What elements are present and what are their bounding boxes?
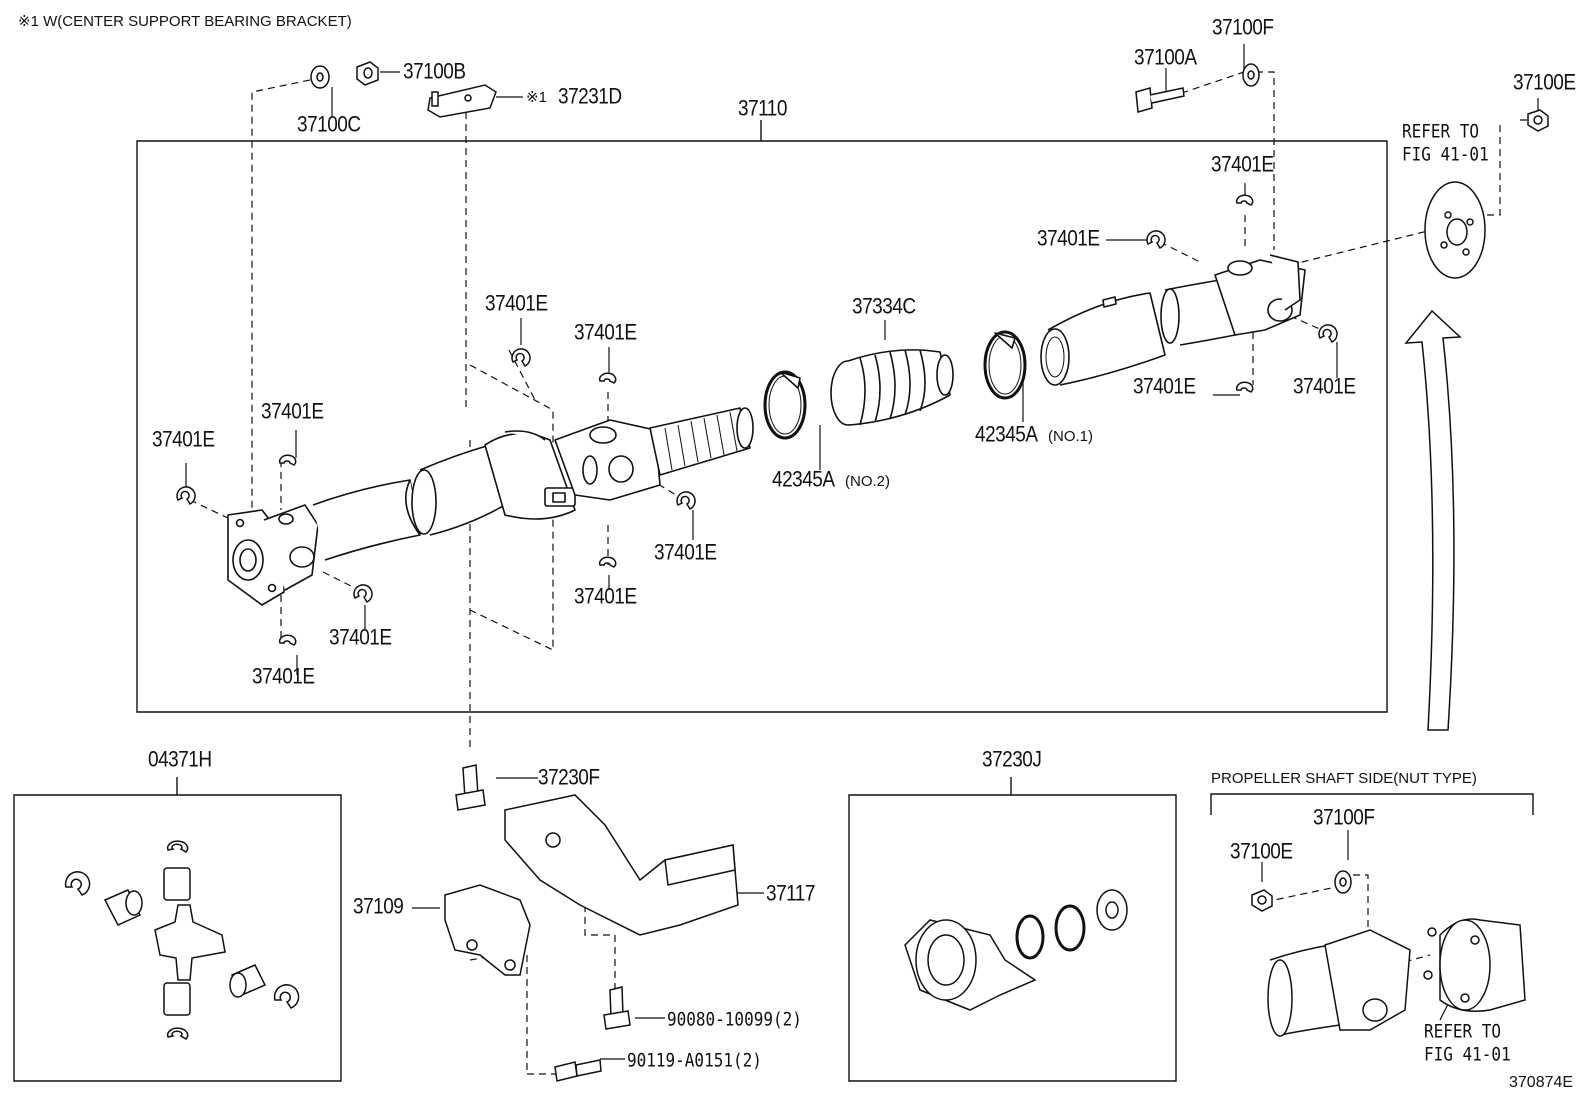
label-37117: 37117 xyxy=(766,882,815,907)
nut-37100e-top xyxy=(1528,110,1548,131)
center-bearing-kit xyxy=(905,890,1127,1010)
bolt-90080 xyxy=(604,987,630,1029)
washer-37100f-box xyxy=(1335,871,1351,893)
companion-flange xyxy=(1425,182,1485,278)
label-37100e-box: 37100E xyxy=(1230,840,1293,865)
snap-ring-9 xyxy=(1147,231,1165,248)
bolt-90119 xyxy=(555,1060,601,1081)
label-37230f: 37230F xyxy=(538,766,600,791)
label-37401e-r2: 37401E xyxy=(1037,227,1100,252)
propeller-shaft-side xyxy=(1252,871,1525,1036)
label-90119: 90119-A0151(2) xyxy=(627,1049,762,1071)
label-37231d-mark: ※1 xyxy=(526,89,547,106)
label-42345a-no1: 42345A xyxy=(975,423,1038,448)
nut-37100e-box xyxy=(1252,890,1272,911)
label-37100b: 37100B xyxy=(403,60,466,85)
label-37401e-r1: 37401E xyxy=(1211,153,1274,178)
slip-yoke xyxy=(1041,293,1165,385)
snap-ring-1 xyxy=(177,487,195,504)
dust-boot xyxy=(831,350,953,425)
header-note: ※1 W(CENTER SUPPORT BEARING BRACKET) xyxy=(18,13,352,30)
label-37100f-top: 37100F xyxy=(1212,16,1274,41)
snap-ring-6 xyxy=(600,373,616,383)
label-37401e-c3: 37401E xyxy=(654,541,717,566)
label-37109: 37109 xyxy=(353,895,404,920)
label-37231d: 37231D xyxy=(558,85,622,110)
label-37401e-c2: 37401E xyxy=(574,321,637,346)
label-37401e-l2: 37401E xyxy=(261,400,324,425)
snap-ring-7 xyxy=(600,557,616,567)
label-37401e-c1: 37401E xyxy=(485,292,548,317)
center-bearing xyxy=(485,431,575,519)
washer-37100c xyxy=(311,66,329,88)
nut-37100b xyxy=(357,62,378,85)
diagram-id: 370874E xyxy=(1509,1074,1574,1091)
label-37401e-r4: 37401E xyxy=(1293,375,1356,400)
label-37401e-r3: 37401E xyxy=(1133,375,1196,400)
front-tube xyxy=(313,480,420,560)
label-37100e-top: 37100E xyxy=(1513,71,1576,96)
snap-ring-2 xyxy=(280,455,296,465)
bracket-37231d xyxy=(428,85,496,117)
kit-37230j-frame xyxy=(849,795,1176,1081)
label-42345a-no2: 42345A xyxy=(772,468,835,493)
splined-shaft xyxy=(650,408,753,475)
bolt-37230f xyxy=(456,765,485,810)
label-refer-top-2: FIG 41-01 xyxy=(1402,143,1489,165)
label-37100f-box: 37100F xyxy=(1313,806,1375,831)
label-refer-bottom-1: REFER TO xyxy=(1424,1020,1502,1042)
bracket-37109 xyxy=(445,885,530,975)
rear-tube xyxy=(1161,280,1235,345)
snap-ring-5 xyxy=(512,349,530,366)
label-refer-bottom-2: FIG 41-01 xyxy=(1424,1043,1511,1065)
snap-ring-11 xyxy=(1237,382,1253,392)
label-37110: 37110 xyxy=(738,97,787,122)
label-37401e-c4: 37401E xyxy=(574,585,637,610)
snap-ring-10 xyxy=(1237,195,1253,205)
label-37401e-l3: 37401E xyxy=(329,626,392,651)
label-37230j: 37230J xyxy=(982,748,1042,773)
washer-37100f-top xyxy=(1243,64,1259,86)
flange-yoke-front xyxy=(228,505,318,605)
main-assembly-frame xyxy=(137,141,1387,712)
bolt-37100a xyxy=(1136,88,1184,112)
label-37401e-l1: 37401E xyxy=(152,428,215,453)
label-42345a-no2-note: (NO.2) xyxy=(845,473,890,490)
refer-arrow xyxy=(1406,311,1460,730)
label-37401e-l4: 37401E xyxy=(252,665,315,690)
label-04371h: 04371H xyxy=(148,748,212,773)
label-37100a: 37100A xyxy=(1134,46,1197,71)
snap-ring-3 xyxy=(280,635,296,645)
label-refer-top-1: REFER TO xyxy=(1402,120,1480,142)
label-propeller-side: PROPELLER SHAFT SIDE(NUT TYPE) xyxy=(1211,770,1477,787)
label-42345a-no1-note: (NO.1) xyxy=(1048,428,1093,445)
middle-u-joint xyxy=(555,420,660,500)
snap-ring-8 xyxy=(677,492,695,509)
snap-ring-12 xyxy=(1319,325,1337,342)
label-90080: 90080-10099(2) xyxy=(667,1008,802,1030)
boot-clamp-no1 xyxy=(985,332,1025,398)
rear-u-joint xyxy=(1215,255,1305,335)
u-joint-kit xyxy=(66,841,299,1039)
boot-clamp-no2 xyxy=(765,372,805,438)
heat-insulator-37117 xyxy=(505,795,738,935)
label-37100c: 37100C xyxy=(297,113,361,138)
label-37334c: 37334C xyxy=(852,295,916,320)
snap-ring-4 xyxy=(354,585,372,602)
